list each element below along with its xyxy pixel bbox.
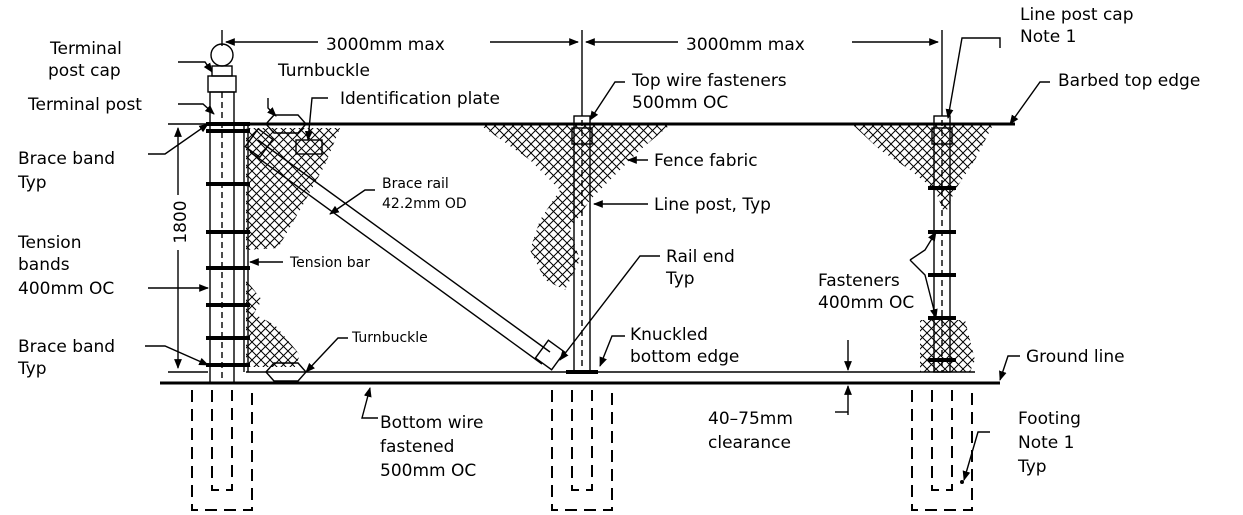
label-bottom-wire-3: 500mm OC xyxy=(380,461,476,481)
label-clearance-2: clearance xyxy=(708,433,791,453)
label-line-post-cap-1: Line post cap xyxy=(1020,5,1134,25)
label-tension-bands-2: bands xyxy=(18,255,70,275)
footings xyxy=(191,390,973,511)
label-span-max-right: 3000mm max xyxy=(686,35,805,55)
label-line-post: Line post, Typ xyxy=(654,195,771,215)
fence-fabric-mesh xyxy=(246,125,993,372)
terminal-post xyxy=(207,43,249,384)
label-terminal-post-cap-2: post cap xyxy=(48,61,121,81)
label-top-wire-fasteners-1: Top wire fasteners xyxy=(631,71,787,91)
label-knuckled-bottom-edge-2: bottom edge xyxy=(630,347,739,367)
label-fasteners-1: Fasteners xyxy=(818,271,900,291)
label-barbed-top-edge: Barbed top edge xyxy=(1058,71,1200,91)
diagram-labels: Terminal post cap Terminal post Turnbuck… xyxy=(17,5,1200,481)
label-ground-line: Ground line xyxy=(1026,347,1125,367)
label-rail-end-2: Typ xyxy=(665,269,695,289)
label-top-wire-fasteners-2: 500mm OC xyxy=(632,93,728,113)
label-turnbuckle-bottom: Turnbuckle xyxy=(351,330,428,346)
label-brace-band-top-1: Brace band xyxy=(18,149,115,169)
label-footing-1: Footing xyxy=(1018,409,1081,429)
label-bottom-wire-1: Bottom wire xyxy=(380,413,483,433)
label-terminal-post-cap-1: Terminal xyxy=(49,39,122,59)
label-span-max-left: 3000mm max xyxy=(326,35,445,55)
label-brace-band-bottom-2: Typ xyxy=(17,359,47,379)
label-fasteners-2: 400mm OC xyxy=(818,293,914,313)
label-tension-bar: Tension bar xyxy=(289,255,370,271)
label-line-post-cap-2: Note 1 xyxy=(1020,27,1076,47)
brace-rail xyxy=(244,127,566,371)
label-brace-rail-2: 42.2mm OD xyxy=(382,196,467,212)
label-terminal-post: Terminal post xyxy=(27,95,142,115)
label-clearance-1: 40–75mm xyxy=(708,409,793,429)
label-brace-band-bottom-1: Brace band xyxy=(18,337,115,357)
label-footing-3: Typ xyxy=(1017,457,1047,477)
label-fence-fabric: Fence fabric xyxy=(654,151,758,171)
label-turnbuckle-top: Turnbuckle xyxy=(277,61,370,81)
label-height-dim: 1800 xyxy=(171,200,191,243)
label-brace-band-top-2: Typ xyxy=(17,173,47,193)
label-identification-plate: Identification plate xyxy=(340,89,500,109)
label-bottom-wire-2: fastened xyxy=(380,437,454,457)
label-brace-rail-1: Brace rail xyxy=(382,176,449,192)
label-tension-bands-1: Tension xyxy=(17,233,81,253)
label-knuckled-bottom-edge-1: Knuckled xyxy=(630,325,708,345)
clearance-dimension xyxy=(835,340,852,415)
tension-bands xyxy=(206,122,250,367)
label-tension-bands-3: 400mm OC xyxy=(18,279,114,299)
span-dimensions xyxy=(221,30,943,116)
height-dimension xyxy=(168,123,208,373)
leader-lines xyxy=(145,37,1050,481)
label-footing-2: Note 1 xyxy=(1018,433,1074,453)
label-rail-end-1: Rail end xyxy=(666,247,735,267)
